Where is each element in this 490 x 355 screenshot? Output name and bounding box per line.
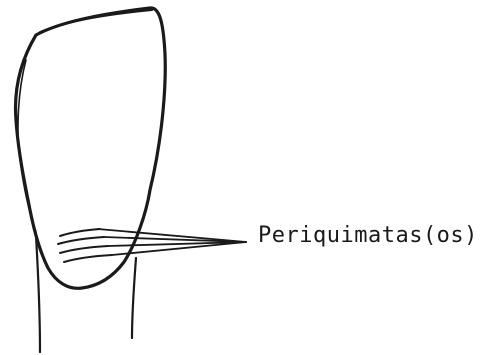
crown-incisal-edge (40, 10, 152, 32)
perikymata-line-1 (60, 229, 100, 236)
perikymata-label: Periquimatas(os) (258, 225, 478, 247)
root-right-line (132, 258, 136, 338)
perikymata-line-4 (64, 255, 112, 262)
tooth-crown-outline (16, 8, 166, 288)
root-left-line (36, 236, 40, 352)
perikymata-line-3 (60, 246, 108, 253)
crown-left-edge (18, 60, 36, 232)
perikymata-line-2 (58, 237, 104, 244)
